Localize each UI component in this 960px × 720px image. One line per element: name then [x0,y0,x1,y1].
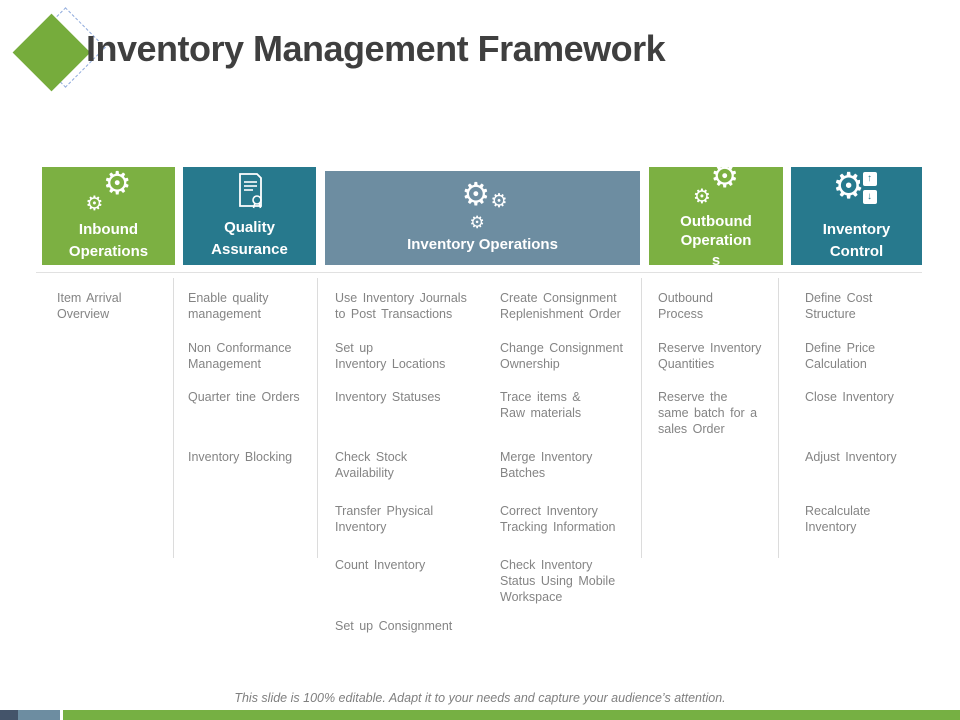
header-label: Inventory Operations [407,236,558,254]
header-quality-assurance: Quality Assurance [183,167,316,265]
gear-glyph: ⚙ [693,183,711,208]
list-item: Set up Consignment [335,619,453,633]
bottom-accent-bar [0,710,960,720]
header-inventory-control: ⚙ ↑ ↓ Inventory Control [791,167,922,265]
list-item: Outbound Process [658,291,713,321]
header-inventory-operations: ⚙ ⚙ ⚙ Inventory Operations [325,171,640,265]
list-item: Check Inventory Status Using Mobile Work… [500,558,616,604]
editable-note: This slide is 100% editable. Adapt it to… [234,691,726,705]
list-item: Define Cost Structure [805,291,873,321]
list-quality-assurance: Enable quality management Non Conformanc… [188,290,316,650]
gear-glyph: ⚙ [469,213,485,234]
list-item: Reserve Inventory Quantities [658,341,762,371]
header-label: Inbound Operations [68,221,149,260]
list-inventory-operations-left: Use Inventory Journals to Post Transacti… [335,290,485,650]
list-item: Reserve the same batch for a sales Order [658,390,758,436]
list-item: Inventory Statuses [335,390,441,404]
list-item: Define Price Calculation [805,341,876,371]
stock-boxes: ↑ ↓ [862,172,877,205]
gears-icon: ⚙ ⚙ [82,164,136,216]
gear-glyph: ⚙ [102,164,132,203]
gear-glyph: ⚙ [85,191,104,216]
header-label: Quality Assurance [211,219,288,258]
list-item: Count Inventory [335,558,426,572]
header-label: Outbound Operation s [680,212,752,269]
list-item: Correct Inventory Tracking Information [500,504,616,534]
header-outbound-operations: ⚙ ⚙ Outbound Operation s [649,160,783,269]
gears-icon: ⚙ ⚙ ⚙ [452,175,514,234]
list-item: Close Inventory [805,390,894,404]
arrow-down-box-icon: ↓ [862,190,877,205]
certificate-document-icon [238,173,262,209]
gear-glyph: ⚙ [832,166,865,208]
list-inventory-operations-right: Create Consignment Replenishment Order C… [500,290,640,650]
list-item: Transfer Physical Inventory [335,504,434,534]
list-item: Set up Inventory Locations [335,341,446,371]
inventory-control-icon: ⚙ ↑ ↓ [831,169,883,217]
list-inbound-operations: Item Arrival Overview [57,290,175,650]
list-item: Recalculate Inventory [805,504,871,534]
list-item: Change Consignment Ownership [500,341,623,371]
vertical-divider [173,278,174,558]
accent-segment-navy [0,710,18,720]
gear-glyph: ⚙ [710,156,739,195]
horizontal-divider [36,272,922,273]
accent-segment-green [63,710,960,720]
list-item: Create Consignment Replenishment Order [500,291,621,321]
list-inventory-control: Define Cost Structure Define Price Calcu… [805,290,923,650]
list-item: Trace items & Raw materials [500,390,582,420]
page-title: Inventory Management Framework [86,28,666,69]
header-label: Inventory Control [822,221,891,260]
list-item: Merge Inventory Batches [500,450,593,480]
gear-glyph: ⚙ [490,190,508,213]
gear-glyph: ⚙ [461,175,491,214]
list-item: Adjust Inventory [805,450,897,464]
vertical-divider [641,278,642,558]
header-inbound-operations: ⚙ ⚙ Inbound Operations [42,167,175,265]
list-item: Inventory Blocking [188,450,293,464]
list-item: Use Inventory Journals to Post Transacti… [335,291,467,321]
vertical-divider [778,278,779,558]
list-item: Enable quality management [188,291,269,321]
gears-icon: ⚙ ⚙ [689,156,743,208]
arrow-up-box-icon: ↑ [862,172,877,187]
list-item: Item Arrival Overview [57,291,122,321]
list-outbound-operations: Outbound Process Reserve Inventory Quant… [658,290,780,650]
list-item: Non Conformance Management [188,341,292,371]
vertical-divider [317,278,318,558]
list-item: Quarter tine Orders [188,390,300,404]
list-item: Check Stock Availability [335,450,408,480]
accent-segment-slate [18,710,60,720]
